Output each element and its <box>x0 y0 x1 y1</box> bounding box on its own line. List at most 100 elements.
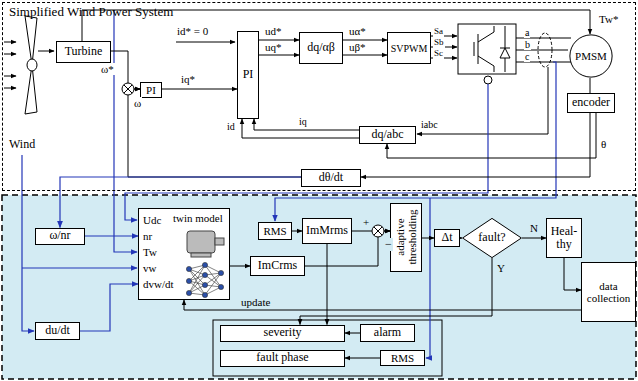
icon-part <box>218 284 223 289</box>
process-box: adaptive thresholding <box>390 203 422 272</box>
drawing-part <box>25 16 37 65</box>
node-text: vw <box>143 262 156 274</box>
process-box: du/dt <box>35 322 80 340</box>
signal-connector <box>345 358 380 359</box>
signal-connector <box>327 244 328 325</box>
node-text: PI <box>146 84 156 96</box>
node-text: dvw/dt <box>143 278 174 290</box>
drawing-part <box>478 32 494 42</box>
drawing-part <box>494 26 495 32</box>
gate-signals <box>430 36 457 58</box>
drawing-part <box>474 42 475 56</box>
process-box: RMS <box>258 222 292 240</box>
node-text: dθ/dt <box>319 171 343 184</box>
drawing-part <box>374 227 382 235</box>
process-box: dq/abc <box>359 126 416 144</box>
node-text: Turbine <box>65 45 103 58</box>
drawing-part <box>4 76 16 77</box>
icon-part <box>187 231 215 253</box>
node-text: Δt <box>441 231 452 244</box>
drawing-part <box>25 65 37 114</box>
node-text: fault phase <box>256 351 308 364</box>
process-box: ImCrms <box>250 256 305 276</box>
signal-label: Sc <box>433 49 444 59</box>
process-box: fault phase <box>220 350 345 367</box>
node-text: PMSM <box>575 50 607 62</box>
signal-label: Sb <box>433 38 445 48</box>
node-text: dq/abc <box>372 128 404 141</box>
icon-part <box>202 282 207 287</box>
node-text: fault? <box>478 231 505 244</box>
node-text: Simplified Wind Power System <box>9 5 173 19</box>
drawing-part <box>124 85 132 93</box>
drawing-part <box>478 34 479 64</box>
node-text: dq/αβ <box>307 41 335 54</box>
icon-part <box>215 238 224 245</box>
signal-connector <box>60 177 301 228</box>
inverter-symbol <box>458 24 516 84</box>
system-band: Simplified Wind Power SystemTurbinePIPId… <box>2 2 636 191</box>
signal-label: + <box>362 216 370 228</box>
node-text: RMS <box>263 225 286 237</box>
wind-arrows <box>4 42 16 88</box>
signal-label: b <box>524 39 531 50</box>
process-box: ω/nr <box>35 228 85 245</box>
process-box: Turbine <box>56 41 111 63</box>
drawing-part <box>484 76 492 84</box>
process-box: dθ/dt <box>301 169 361 187</box>
process-box: dq/αβ <box>299 32 343 64</box>
signal-label: id* = 0 <box>176 25 209 37</box>
node-text: Tw <box>143 246 157 258</box>
process-box: data collection <box>581 262 636 322</box>
diagnosis-frame <box>213 320 442 376</box>
signal-label: iq* <box>180 73 196 85</box>
drawing-part <box>27 59 37 71</box>
icon-part <box>191 253 211 257</box>
drawing-part <box>4 42 16 43</box>
process-box: Δt <box>434 229 460 247</box>
wind-turbine-icon <box>25 16 37 114</box>
signal-label: uq* <box>264 41 283 53</box>
process-box: PI <box>140 82 162 98</box>
machine-circle: PMSM <box>569 34 613 78</box>
icon-part <box>202 272 207 277</box>
signal-connector <box>522 238 546 239</box>
signal-label: Tw* <box>598 13 619 25</box>
process-box: severity <box>220 325 345 342</box>
id-ref-wire <box>176 42 235 43</box>
node-text: ImCrms <box>258 259 297 272</box>
signal-label: θ <box>600 138 607 150</box>
wind-input <box>38 51 54 52</box>
signal-label: Y <box>496 262 506 274</box>
node-text: alarm <box>374 326 401 339</box>
signal-label: − <box>384 238 393 251</box>
signal-label: ud* <box>264 25 283 37</box>
signal-label: Sa <box>433 27 444 37</box>
icon-part <box>202 262 207 267</box>
node-text: Heal-thy <box>547 225 581 251</box>
process-box: encoder <box>567 93 615 113</box>
signal-connector <box>590 78 591 93</box>
signal-connector <box>422 238 434 239</box>
signal-connector <box>345 333 360 334</box>
icon-part <box>218 270 223 275</box>
node-text: severity <box>264 326 302 339</box>
node-text: Udc <box>143 214 161 226</box>
signal-label: iabc <box>420 119 439 130</box>
drawing-part <box>458 24 516 74</box>
drawing-part <box>122 83 134 95</box>
icon-part <box>186 266 191 271</box>
phase-wires <box>516 38 571 62</box>
drawing-part <box>275 62 556 221</box>
node-text: encoder <box>572 96 610 109</box>
node-text: twin model <box>173 212 223 224</box>
node-text: nr <box>143 230 152 242</box>
signal-connector <box>387 113 596 158</box>
drawing-part <box>372 225 384 237</box>
drawing-part <box>478 56 494 66</box>
signal-label: ω <box>133 97 142 109</box>
measurement-wires <box>22 10 556 358</box>
drawing-part <box>4 88 16 89</box>
node-text: ω/nr <box>49 229 70 242</box>
signal-label: a <box>524 27 530 38</box>
